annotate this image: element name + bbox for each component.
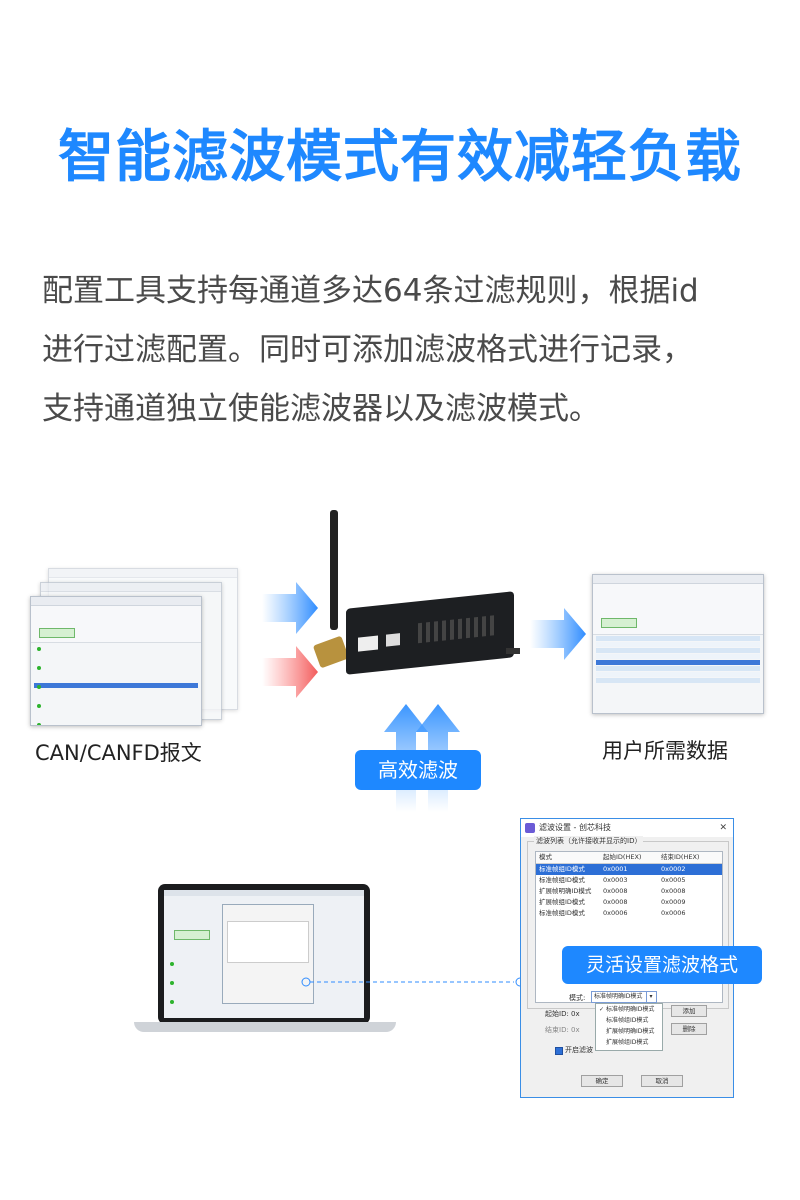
close-icon[interactable]: ✕ <box>719 823 727 833</box>
add-button[interactable]: 添加 <box>671 1005 707 1017</box>
column-header: 结束ID(HEX) <box>661 853 700 861</box>
table-row[interactable]: 扩展帧组ID模式 0x0008 0x0009 <box>536 897 722 908</box>
table-cell: 0x0002 <box>661 865 686 873</box>
table-cell: 0x0001 <box>603 865 628 873</box>
table-cell: 扩展帧组ID模式 <box>539 898 585 906</box>
table-row[interactable]: 标准帧组ID模式 0x0003 0x0005 <box>536 875 722 886</box>
table-row[interactable]: 扩展帧明确ID模式 0x0008 0x0008 <box>536 886 722 897</box>
filter-badge: 高效滤波 <box>355 750 481 790</box>
dialog-titlebar: 滤波设置 - 创芯科技 ✕ <box>521 819 733 837</box>
table-cell: 标准帧组ID模式 <box>539 865 585 873</box>
mode-select[interactable]: 标准帧明确ID模式 ▾ <box>591 991 657 1003</box>
flexible-format-badge: 灵活设置滤波格式 <box>562 946 762 984</box>
mode-option[interactable]: 标准帧组ID模式 <box>606 1017 649 1024</box>
mode-option[interactable]: 扩展帧明确ID模式 <box>606 1028 655 1035</box>
laptop <box>158 884 370 1024</box>
filter-settings-dialog: 滤波设置 - 创芯科技 ✕ 滤波列表（允许接收并显示的ID） 模式 起始ID(H… <box>520 818 734 1098</box>
antenna <box>330 510 338 630</box>
table-cell: 0x0006 <box>603 909 628 917</box>
red-arrow <box>262 646 318 698</box>
input-arrows <box>262 582 318 698</box>
can-message-label: CAN/CANFD报文 <box>35 741 202 765</box>
output-arrow <box>530 608 586 660</box>
start-id-label: 起始ID: 0x <box>545 1010 580 1018</box>
table-cell: 0x0003 <box>603 876 628 884</box>
cancel-button[interactable]: 取消 <box>641 1075 683 1087</box>
can-device <box>310 510 520 680</box>
table-cell: 0x0009 <box>661 898 686 906</box>
mode-option[interactable]: ✓ 标准帧明确ID模式 <box>599 1006 655 1013</box>
enable-filter-checkbox[interactable] <box>555 1047 563 1055</box>
user-data-label: 用户所需数据 <box>602 739 728 763</box>
mode-dropdown: ✓ 标准帧明确ID模式 标准帧组ID模式 扩展帧明确ID模式 扩展帧组ID模式 <box>595 1003 663 1051</box>
ok-button[interactable]: 确定 <box>581 1075 623 1087</box>
table-cell: 标准帧组ID模式 <box>539 909 585 917</box>
dialog-title: 滤波设置 - 创芯科技 <box>539 823 611 832</box>
end-id-label: 结束ID: 0x <box>545 1026 580 1034</box>
mode-select-value: 标准帧明确ID模式 <box>594 993 643 1000</box>
software-window-left <box>30 596 202 726</box>
column-header: 模式 <box>539 853 552 861</box>
table-cell: 0x0008 <box>661 887 686 895</box>
description: 配置工具支持每通道多达64条过滤规则，根据id 进行过滤配置。同时可添加滤波格式… <box>42 262 772 439</box>
table-row[interactable]: 标准帧组ID模式 0x0001 0x0002 <box>536 864 722 875</box>
description-line: 配置工具支持每通道多达64条过滤规则，根据id <box>42 273 699 309</box>
table-cell: 0x0008 <box>603 887 628 895</box>
table-cell: 0x0005 <box>661 876 686 884</box>
app-icon <box>525 823 535 833</box>
column-header: 起始ID(HEX) <box>603 853 642 861</box>
description-line: 支持通道独立使能滤波器以及滤波模式。 <box>42 391 600 427</box>
description-line: 进行过滤配置。同时可添加滤波格式进行记录， <box>42 332 693 368</box>
filter-list-label: 滤波列表（允许接收并显示的ID） <box>534 836 644 846</box>
table-header: 模式 起始ID(HEX) 结束ID(HEX) <box>536 852 722 864</box>
table-row[interactable]: 标准帧组ID模式 0x0006 0x0006 <box>536 908 722 919</box>
delete-button[interactable]: 删除 <box>671 1023 707 1035</box>
table-cell: 扩展帧明确ID模式 <box>539 887 592 895</box>
software-window-right <box>592 574 764 714</box>
mode-label: 模式: <box>569 994 586 1002</box>
laptop-base <box>134 1022 396 1032</box>
page-title: 智能滤波模式有效减轻负载 <box>58 125 742 190</box>
table-cell: 0x0008 <box>603 898 628 906</box>
table-cell: 标准帧组ID模式 <box>539 876 585 884</box>
connector-line <box>301 977 525 987</box>
mode-option[interactable]: 扩展帧组ID模式 <box>606 1039 649 1046</box>
chevron-down-icon: ▾ <box>646 992 655 1002</box>
enable-filter-label: 开启滤波 <box>565 1046 593 1054</box>
blue-arrow <box>262 582 318 634</box>
table-cell: 0x0006 <box>661 909 686 917</box>
